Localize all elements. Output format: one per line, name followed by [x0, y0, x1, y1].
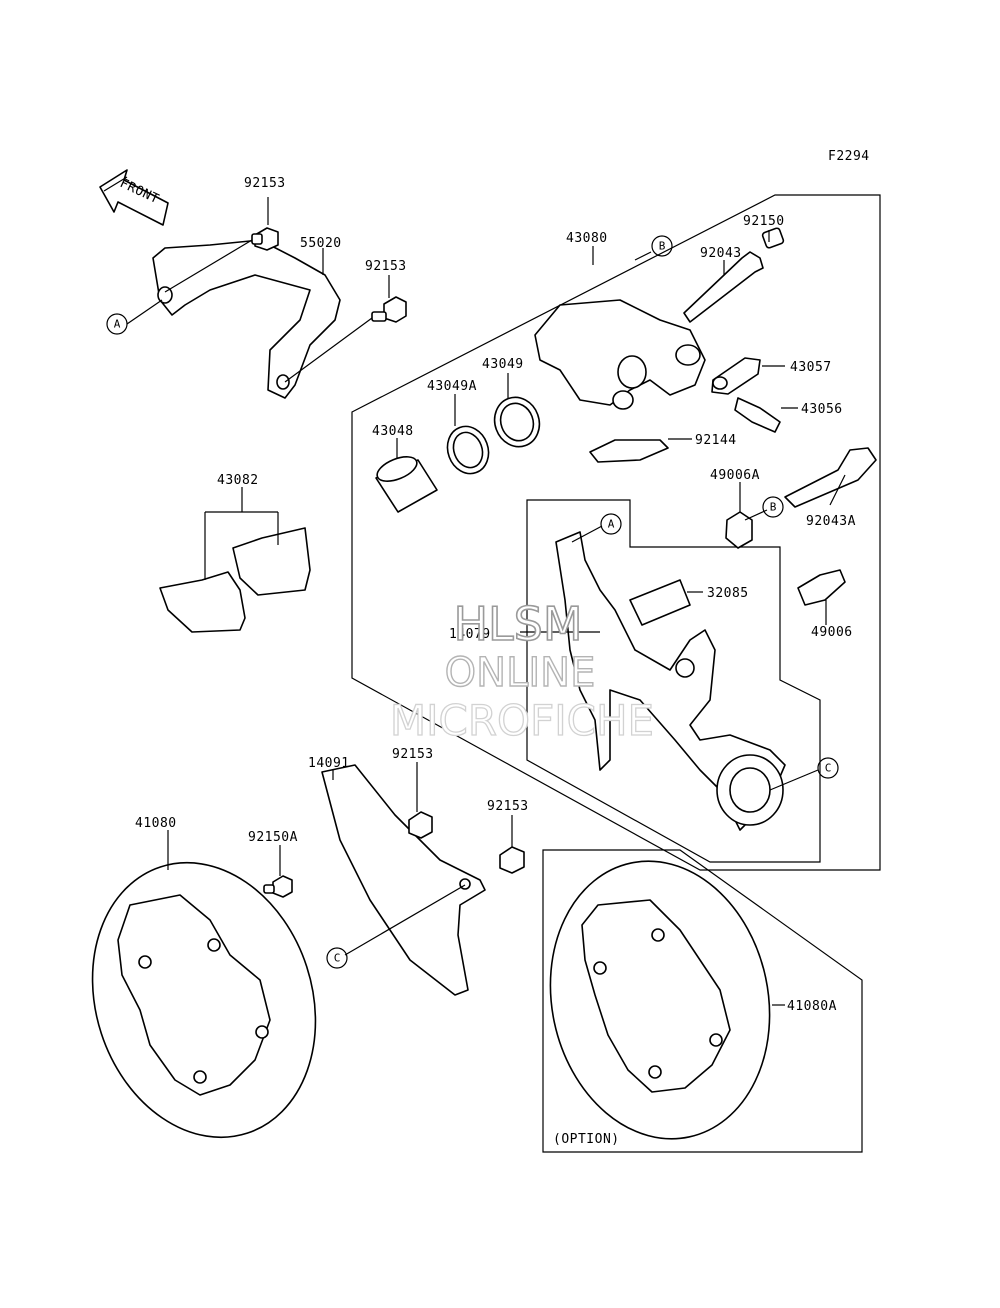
leader-lines	[126, 197, 846, 1006]
watermark: HLSM ONLINE MICROFICHE	[389, 596, 654, 745]
label-43049A: 43049A	[427, 379, 477, 394]
brake-disc-41080	[91, 861, 317, 1139]
label-43057: 43057	[790, 360, 832, 375]
svg-text:B: B	[770, 501, 777, 514]
label-43080: 43080	[566, 231, 608, 246]
option-caption: (OPTION)	[553, 1132, 620, 1147]
wave-disc-41080A	[549, 860, 771, 1140]
label-14079: 14079	[449, 627, 491, 642]
option-disc-frame	[542, 849, 863, 1153]
disc-bolt-92150A	[263, 875, 293, 898]
label-32085: 32085	[707, 586, 749, 601]
caliper-assembly-frame	[351, 194, 881, 871]
label-41080A: 41080A	[787, 999, 837, 1014]
label-43056: 43056	[801, 402, 843, 417]
slide-pin-92043A	[784, 447, 877, 508]
label-92153-guard-top: 92153	[392, 747, 434, 762]
pad-spring-32085	[629, 579, 691, 626]
svg-text:A: A	[608, 518, 615, 531]
callout-b-pin: B	[762, 496, 784, 518]
callout-a-bracket: A	[600, 513, 622, 535]
dust-seal-43049A	[446, 425, 490, 475]
boot-49006	[797, 569, 846, 606]
label-92043A: 92043A	[806, 514, 856, 529]
bolt-92153-guard-bottom	[499, 846, 525, 874]
piston-43048	[375, 456, 438, 513]
piston-seal-43049	[493, 396, 541, 448]
label-43049: 43049	[482, 357, 524, 372]
callout-c-bracket: C	[817, 757, 839, 779]
callout-c-guard: C	[326, 947, 348, 969]
svg-text:B: B	[659, 240, 666, 253]
caliper-body	[534, 299, 706, 410]
brake-pads-43082	[159, 527, 311, 633]
bolt-92153-bracket	[371, 296, 407, 323]
caliper-mount-bracket	[152, 239, 341, 399]
label-92153-guard-bottom: 92153	[487, 799, 529, 814]
callout-a-top: A	[106, 313, 128, 335]
label-14091: 14091	[308, 756, 350, 771]
svg-text:HLSM: HLSM	[453, 597, 582, 651]
label-41080: 41080	[135, 816, 177, 831]
boot-49006A	[725, 511, 753, 549]
callout-b-caliper: B	[651, 235, 673, 257]
caliper-bracket-14079	[555, 531, 786, 831]
disc-guard-14091	[321, 764, 486, 996]
svg-text:C: C	[825, 762, 832, 775]
label-92144: 92144	[695, 433, 737, 448]
diagram-code: F2294	[828, 149, 870, 164]
bleeder-cap-43057	[711, 357, 761, 395]
svg-text:A: A	[114, 318, 121, 331]
bracket-subassembly-frame	[526, 499, 821, 863]
label-92043: 92043	[700, 246, 742, 261]
pad-spring-92144	[589, 439, 669, 463]
label-92150A: 92150A	[248, 830, 298, 845]
label-92153-bracket: 92153	[365, 259, 407, 274]
rubber-cap-92150	[761, 227, 785, 249]
svg-text:ONLINE: ONLINE	[445, 650, 596, 696]
caliper-pin-92043	[683, 251, 764, 323]
bleeder-valve-43056	[734, 397, 781, 433]
svg-text:C: C	[334, 952, 341, 965]
label-43082: 43082	[217, 473, 259, 488]
label-92150: 92150	[743, 214, 785, 229]
label-49006A: 49006A	[710, 468, 760, 483]
svg-text:MICROFICHE: MICROFICHE	[390, 696, 654, 745]
label-55020: 55020	[300, 236, 342, 251]
label-49006: 49006	[811, 625, 853, 640]
front-arrow-icon: FRONT	[99, 169, 169, 226]
bolt-92153-guard-top	[408, 811, 433, 839]
label-43048: 43048	[372, 424, 414, 439]
bolt-92153-top	[251, 227, 279, 251]
label-92153-top: 92153	[244, 176, 286, 191]
